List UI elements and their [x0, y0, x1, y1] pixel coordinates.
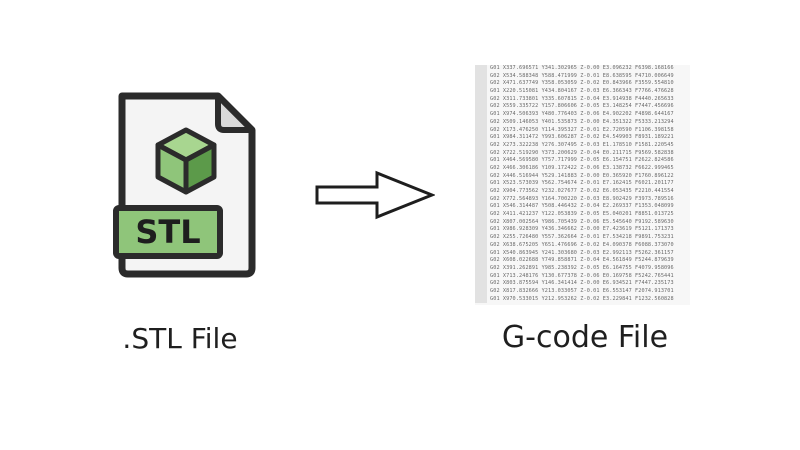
gcode-line: G02 X446.516944 Y529.141883 Z-0.00 E0.36…	[475, 173, 690, 181]
stl-badge-text: STL	[135, 213, 200, 251]
gcode-line: G01 X220.515081 Y434.804167 Z-0.03 E6.36…	[475, 88, 690, 96]
gcode-line: G02 X411.421237 Y122.053839 Z-0.05 E5.04…	[475, 211, 690, 219]
right-arrow-icon	[315, 170, 435, 220]
gcode-line: G02 X904.773562 Y232.027677 Z-0.02 E6.05…	[475, 188, 690, 196]
gcode-line: G01 X546.314487 Y508.446432 Z-0.04 E2.26…	[475, 203, 690, 211]
stl-file-label: .STL File	[120, 322, 240, 355]
gcode-line: G02 X559.335722 Y157.806606 Z-0.05 E3.14…	[475, 103, 690, 111]
gcode-line: G01 X540.863945 Y241.303680 Z-0.03 E2.99…	[475, 250, 690, 258]
stl-file-icon: STL	[110, 90, 260, 280]
gcode-line: G01 X970.533015 Y212.953262 Z-0.02 E3.22…	[475, 296, 690, 304]
gcode-line: G01 X974.506393 Y480.776403 Z-0.06 E4.90…	[475, 111, 690, 119]
gcode-line: G01 X986.928309 Y436.346662 Z-0.00 E7.42…	[475, 226, 690, 234]
gcode-line: G02 X391.262891 Y985.238392 Z-0.05 E6.16…	[475, 265, 690, 273]
gcode-line: G02 X311.733801 Y335.607815 Z-0.04 E3.91…	[475, 96, 690, 104]
gcode-line: G01 X713.248176 Y130.677378 Z-0.06 E0.16…	[475, 273, 690, 281]
gcode-line: G02 X772.564893 Y164.700220 Z-0.03 E8.90…	[475, 196, 690, 204]
gcode-line: G02 X807.002564 Y986.705439 Z-0.06 E5.54…	[475, 219, 690, 227]
gcode-line: G02 X803.875594 Y146.341414 Z-0.00 E6.93…	[475, 280, 690, 288]
gcode-line: G01 X464.569580 Y757.717999 Z-0.05 E6.15…	[475, 157, 690, 165]
gcode-line: G02 X273.322238 Y276.307495 Z-0.03 E1.17…	[475, 142, 690, 150]
gcode-listing: G01 X337.696571 Y341.302965 Z-0.00 E3.09…	[475, 65, 690, 305]
gcode-line: G02 X534.588348 Y588.471999 Z-0.01 E8.63…	[475, 73, 690, 81]
cube-icon	[158, 130, 214, 192]
gcode-line: G02 X817.832666 Y213.033057 Z-0.01 E6.55…	[475, 288, 690, 296]
gcode-line: G02 X466.306186 Y109.172422 Z-0.06 E3.13…	[475, 165, 690, 173]
gcode-line: G02 X608.022688 Y749.858871 Z-0.04 E4.56…	[475, 257, 690, 265]
gcode-line: G01 X984.311472 Y993.606287 Z-0.02 E4.54…	[475, 134, 690, 142]
gcode-line: G02 X471.637749 Y358.053059 Z-0.02 E0.84…	[475, 80, 690, 88]
gcode-line: G02 X722.519290 Y373.200629 Z-0.04 E0.21…	[475, 150, 690, 158]
gcode-line: G02 X173.476250 Y114.395327 Z-0.01 E2.72…	[475, 127, 690, 135]
gcode-file-label: G-code File	[470, 320, 700, 355]
gcode-line: G02 X509.146053 Y401.535873 Z-0.00 E4.35…	[475, 119, 690, 127]
gcode-line: G02 X638.675205 Y651.476696 Z-0.02 E4.09…	[475, 242, 690, 250]
gcode-line: G01 X337.696571 Y341.302965 Z-0.00 E3.09…	[475, 65, 690, 73]
gcode-line: G01 X523.573039 Y562.754674 Z-0.01 E7.16…	[475, 180, 690, 188]
gcode-line: G02 X255.726480 Y557.362664 Z-0.01 E7.53…	[475, 234, 690, 242]
